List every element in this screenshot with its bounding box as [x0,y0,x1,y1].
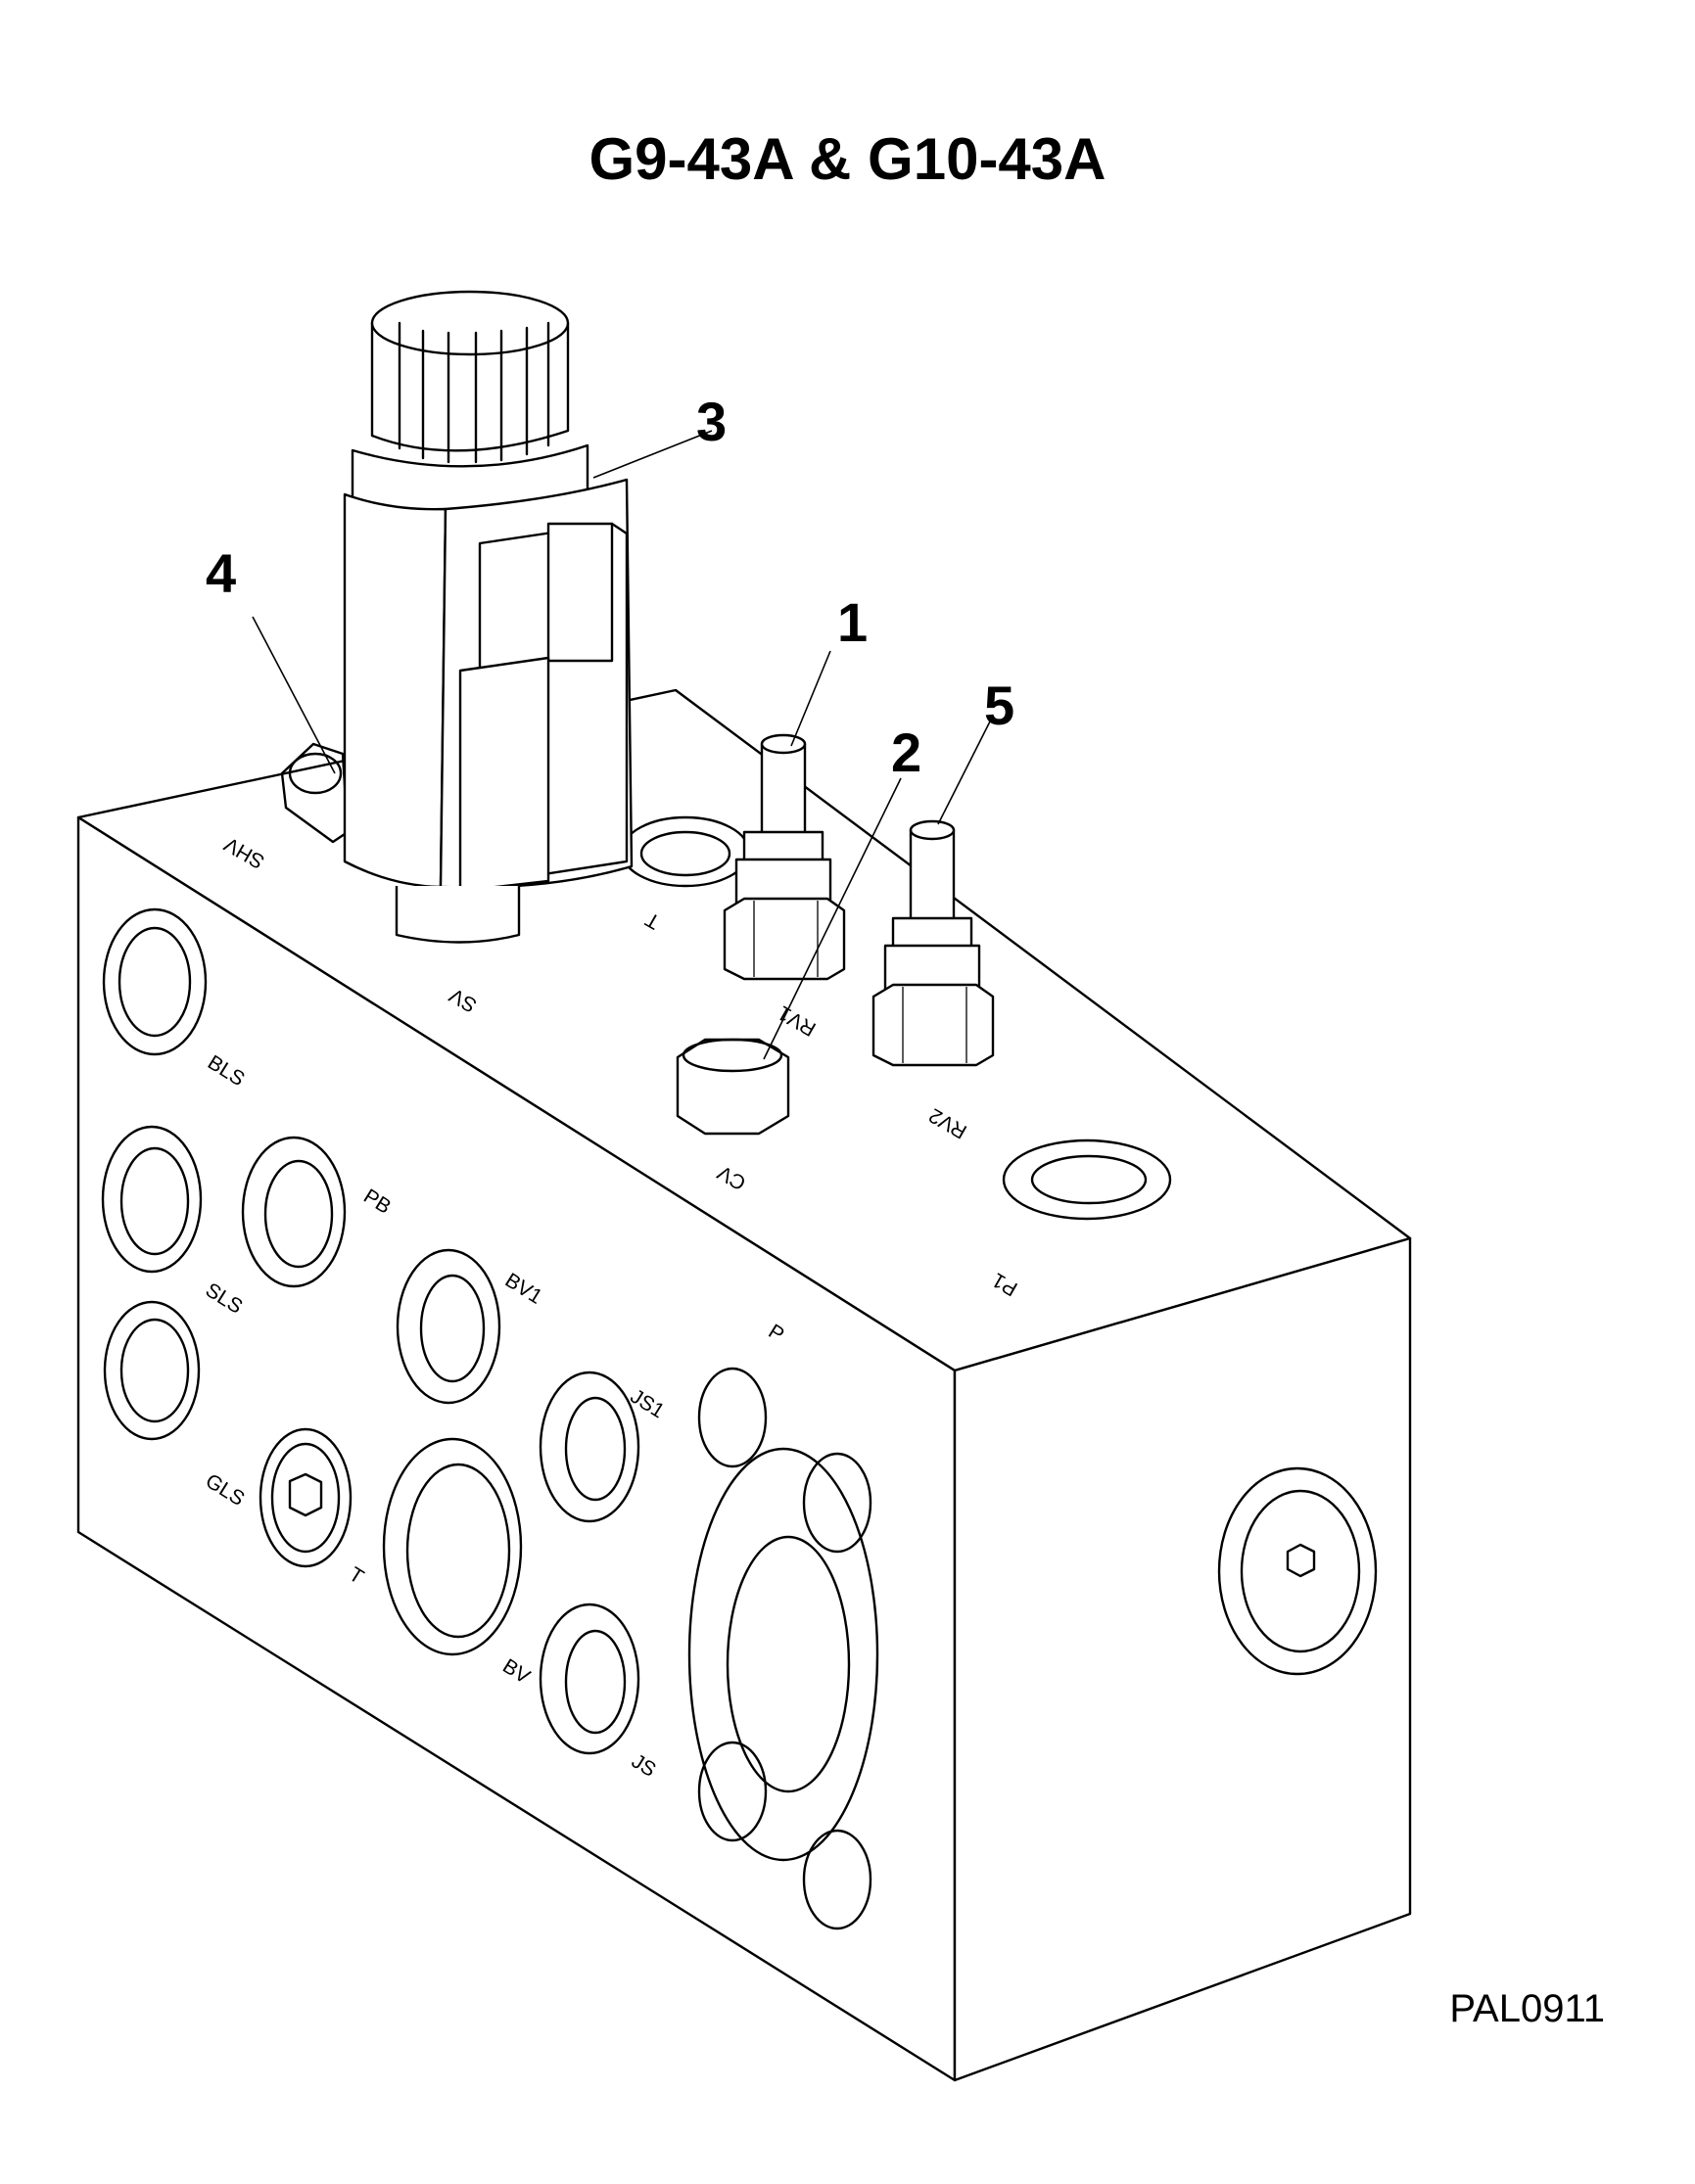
callout-2: 2 [891,721,921,783]
diagram-title: G9-43A & G10-43A [589,126,1106,192]
end-face-plug [1217,1466,1378,1676]
leader-lines [252,430,992,1060]
front-ports [101,907,879,1930]
callout-4: 4 [206,542,236,604]
callout-1: 1 [837,591,868,653]
callout-3: 3 [696,391,727,452]
cartridge-rv1 [723,733,846,981]
drawing-id: PAL0911 [1449,1987,1605,2030]
block-end-face [953,1236,1412,2082]
callout-5: 5 [984,674,1014,736]
check-valve-cv [676,1038,790,1136]
solenoid-valve [343,290,634,944]
cartridge-rv2 [871,819,995,1067]
